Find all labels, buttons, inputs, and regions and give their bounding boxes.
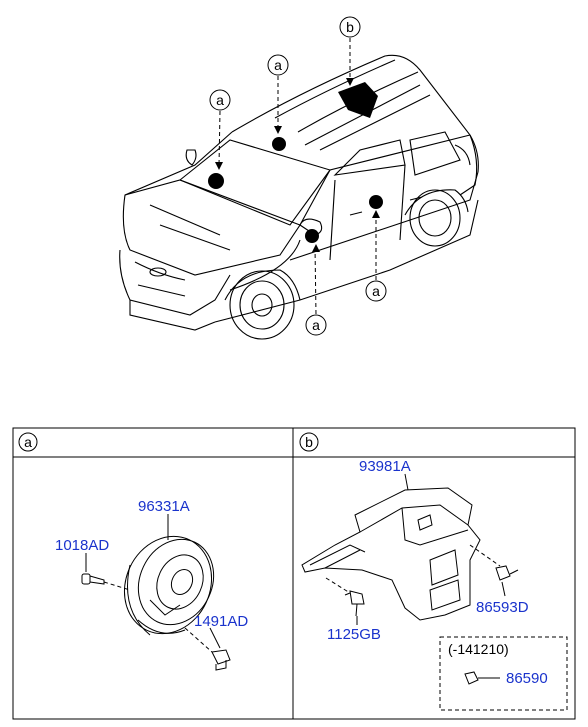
car-callout-3: b bbox=[339, 16, 361, 38]
roof-cover-marker bbox=[338, 82, 378, 118]
car-callout-4-label: a bbox=[312, 317, 320, 333]
door-rear-marker bbox=[369, 195, 383, 209]
part-number-nut: 86593D bbox=[476, 599, 529, 616]
car-callout-2-label: a bbox=[274, 57, 282, 73]
panel-a-header: a bbox=[18, 432, 38, 452]
windshield-marker bbox=[208, 173, 224, 189]
panel-a-dashed-leaders bbox=[103, 581, 213, 653]
car-callout-5: a bbox=[365, 280, 387, 302]
clip-drawing bbox=[211, 649, 231, 671]
panel-b-header: b bbox=[299, 432, 319, 452]
panel-a-header-label: a bbox=[24, 434, 32, 450]
cover-drawing bbox=[301, 487, 481, 621]
part-number-speaker: 96331A bbox=[138, 498, 190, 515]
car-arrowheads bbox=[215, 78, 380, 252]
part-number-bolt: 1125GB bbox=[327, 626, 381, 643]
car-callout-2: a bbox=[267, 54, 289, 76]
nut-drawing bbox=[495, 565, 519, 581]
panel-a-leaders bbox=[85, 514, 221, 649]
car-callout-1-label: a bbox=[216, 92, 224, 108]
door-front-marker bbox=[305, 229, 319, 243]
bolt-drawing bbox=[344, 590, 365, 617]
car-leader-lines bbox=[218, 38, 377, 316]
detail-panels-frame bbox=[12, 427, 576, 720]
speaker-drawing bbox=[123, 535, 215, 636]
vehicle-illustration bbox=[119, 54, 479, 340]
panel-b-dashed-leaders bbox=[325, 544, 501, 594]
part-number-alt-nut: 86590 bbox=[506, 670, 548, 687]
car-callout-1: a bbox=[209, 89, 231, 111]
part-number-cover: 93981A bbox=[359, 458, 411, 475]
part-number-clip: 1491AD bbox=[194, 613, 248, 630]
car-callout-4: a bbox=[305, 314, 327, 336]
alt-part-inset bbox=[439, 636, 568, 711]
car-callout-5-label: a bbox=[372, 283, 380, 299]
roof-marker bbox=[272, 137, 286, 151]
panel-b-header-label: b bbox=[305, 434, 313, 450]
part-number-screw: 1018AD bbox=[55, 537, 109, 554]
car-callout-3-label: b bbox=[346, 19, 354, 35]
alt-nut-drawing bbox=[464, 671, 500, 685]
screw-drawing bbox=[81, 573, 105, 585]
inset-note: (-141210) bbox=[448, 641, 509, 657]
panel-b-leaders bbox=[356, 473, 506, 625]
speaker-location-markers bbox=[208, 82, 383, 243]
